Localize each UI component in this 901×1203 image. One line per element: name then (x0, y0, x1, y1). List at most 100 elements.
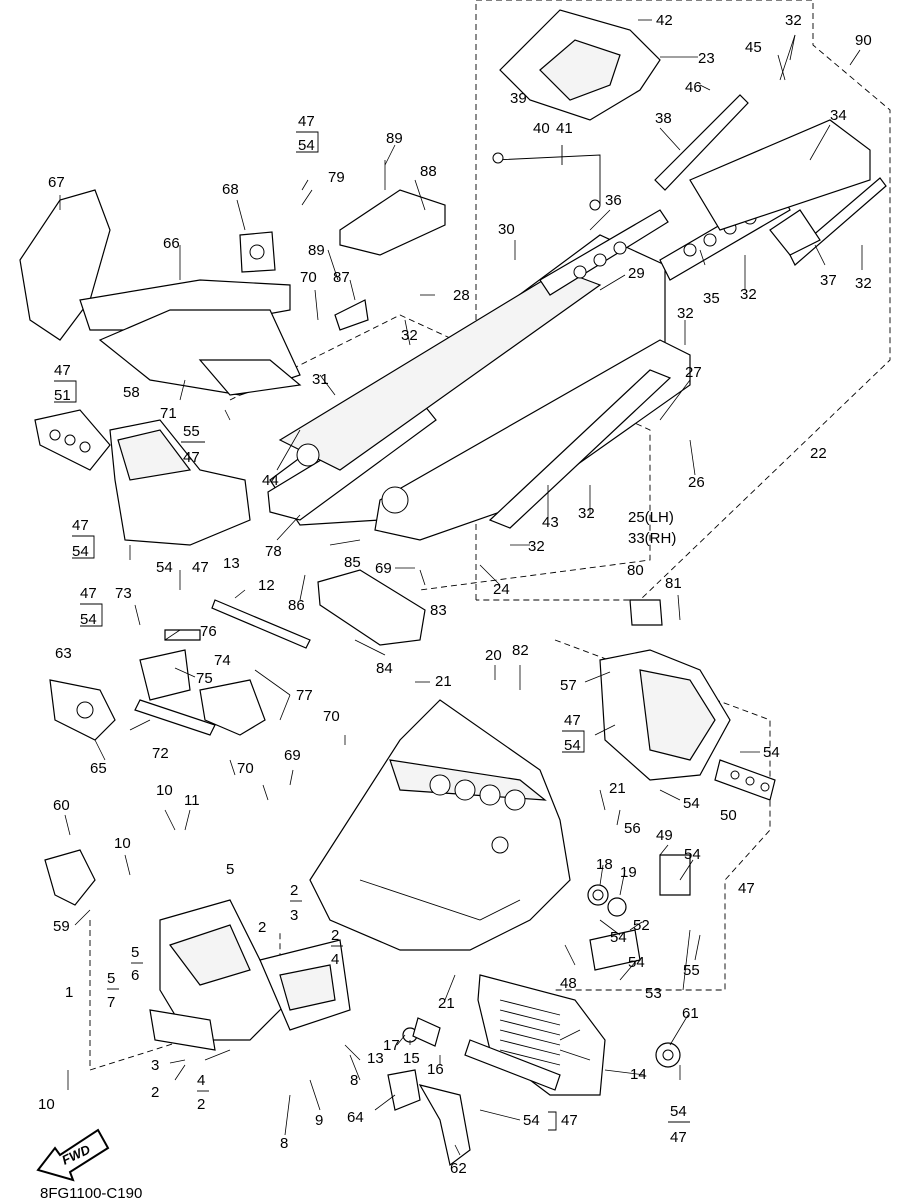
callout-30: 30 (498, 221, 515, 238)
callout-26: 26 (688, 474, 705, 491)
callout-47-55: 47 (183, 449, 200, 466)
callout-11: 11 (184, 792, 200, 809)
callout-32: 32 (785, 12, 802, 29)
callout-73: 73 (115, 585, 132, 602)
callout-81: 81 (665, 575, 682, 592)
callout-54-50: 54 (763, 744, 780, 761)
callout-85: 85 (344, 554, 361, 571)
callout-16: 16 (427, 1061, 444, 1078)
callout-54-73: 54 (80, 611, 97, 628)
callout-9: 9 (315, 1112, 323, 1129)
callout-27: 27 (685, 364, 702, 381)
callout-54-56: 54 (683, 795, 700, 812)
callout-13-top: 13 (223, 555, 240, 572)
callout-40: 40 (533, 120, 550, 137)
callout-54-62: 54 (523, 1112, 540, 1129)
callout-29: 29 (628, 265, 645, 282)
callout-2-right: 2 (331, 927, 339, 944)
stack-brackets (54, 131, 690, 1131)
callout-53: 53 (645, 985, 662, 1002)
callout-2-mid: 2 (258, 919, 266, 936)
callout-5-mid: 5 (131, 944, 139, 961)
group-boundaries (89, 0, 891, 1071)
callout-47-left: 47 (54, 362, 71, 379)
callout-49: 49 (656, 827, 673, 844)
rear-arms (539, 94, 887, 296)
callout-80: 80 (627, 562, 644, 579)
callout-32-low: 32 (528, 538, 545, 555)
callout-69-top: 69 (375, 560, 392, 577)
diagram-code: 8FG1100-C190 (40, 1185, 142, 1202)
callout-90: 90 (855, 32, 872, 49)
plate-88 (334, 160, 446, 331)
callout-54-mid-left: 54 (72, 543, 89, 560)
callout-65: 65 (90, 760, 107, 777)
callout-47-62: 47 (561, 1112, 578, 1129)
callout-50: 50 (720, 807, 737, 824)
radiator (387, 854, 691, 1167)
callout-17: 17 (383, 1037, 400, 1054)
mid-brackets (134, 599, 311, 736)
callout-4-right: 4 (331, 951, 339, 968)
callout-71: 71 (160, 405, 177, 422)
callout-54-57: 54 (564, 737, 581, 754)
callout-52: 52 (633, 917, 650, 934)
callout-35: 35 (703, 290, 720, 307)
callout-10-mid: 10 (114, 835, 131, 852)
callout-89-mid: 89 (308, 242, 325, 259)
callout-32-far: 32 (855, 275, 872, 292)
main-chassis (309, 699, 571, 951)
callout-22: 22 (810, 445, 827, 462)
callout-5-low: 5 (107, 970, 115, 987)
callout-3-low: 3 (151, 1057, 159, 1074)
callout-54-48: 54 (628, 954, 645, 971)
callout-32-rail: 32 (677, 305, 694, 322)
tunnel-assembly (267, 234, 691, 541)
callout-32-arm: 32 (740, 286, 757, 303)
callout-84: 84 (376, 660, 393, 677)
right-side-parts (599, 599, 776, 801)
left-brackets (44, 679, 116, 906)
callout-55-top: 55 (183, 423, 200, 440)
callout-18: 18 (596, 856, 613, 873)
callout-20: 20 (485, 647, 502, 664)
callout-34: 34 (830, 107, 847, 124)
callout-58: 58 (123, 384, 140, 401)
callout-72: 72 (152, 745, 169, 762)
callout-25: 25(LH) (628, 509, 674, 526)
callout-39: 39 (510, 90, 527, 107)
callout-54-49: 54 (684, 846, 701, 863)
callout-54-58: 54 (156, 559, 173, 576)
callout-6: 6 (131, 967, 139, 984)
callout-10-low: 10 (38, 1096, 55, 1113)
callout-2-top: 2 (290, 882, 298, 899)
callout-70-low: 70 (237, 760, 254, 777)
callout-59: 59 (53, 918, 70, 935)
callout-5-top: 5 (226, 861, 234, 878)
callout-44: 44 (262, 472, 279, 489)
callout-21-top: 21 (435, 673, 452, 690)
callout-21-low: 21 (438, 995, 455, 1012)
callout-23: 23 (698, 50, 715, 67)
callout-55-low: 55 (683, 962, 700, 979)
callout-47-61: 47 (670, 1129, 687, 1146)
callout-63: 63 (55, 645, 72, 662)
callout-51: 51 (54, 387, 71, 404)
callout-15: 15 (403, 1050, 420, 1067)
callout-28: 28 (453, 287, 470, 304)
lower-front (34, 409, 251, 546)
fwd-arrow-icon: FWD (36, 1128, 110, 1182)
callout-56: 56 (624, 820, 641, 837)
radiator-fins (499, 999, 561, 1066)
callout-48: 48 (560, 975, 577, 992)
plate-84 (317, 569, 426, 646)
callout-46: 46 (685, 79, 702, 96)
callout-54-61: 54 (670, 1103, 687, 1120)
callout-19: 19 (620, 864, 637, 881)
callout-41: 41 (556, 120, 573, 137)
callout-57: 57 (560, 677, 577, 694)
callout-12: 12 (258, 577, 275, 594)
callout-2-low: 2 (151, 1084, 159, 1101)
callout-24: 24 (493, 581, 510, 598)
